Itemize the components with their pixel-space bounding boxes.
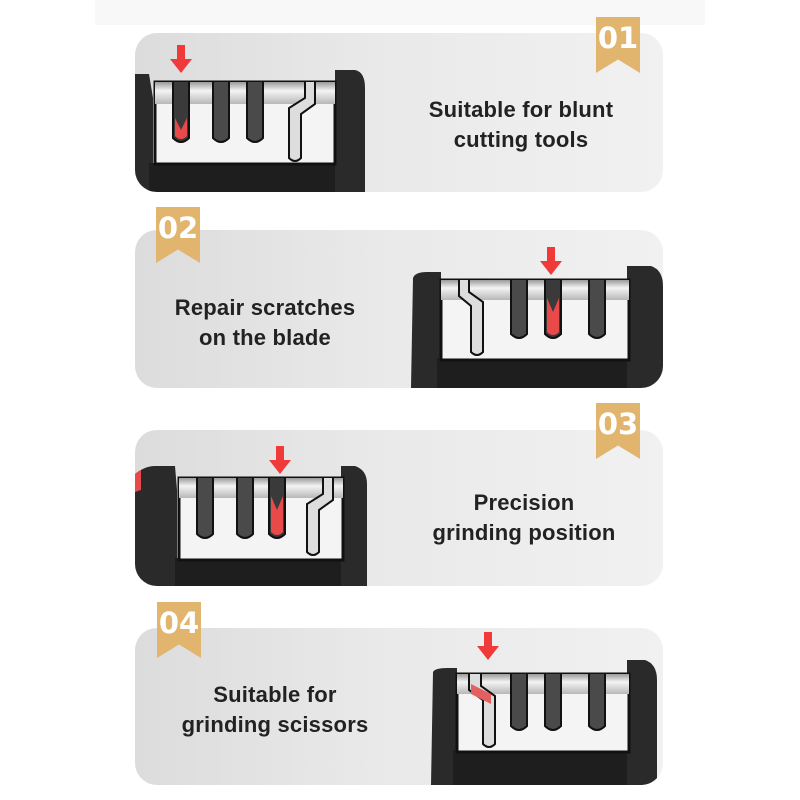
red-arrow-down-icon [540, 247, 562, 275]
step-number: 04 [158, 606, 200, 640]
step-card-4: Suitable for grinding scissors [135, 628, 663, 785]
caption-line-2: cutting tools [453, 127, 589, 152]
step-number: 03 [597, 407, 639, 441]
sharpener-image [135, 466, 367, 586]
caption-line-1: Suitable for blunt [428, 97, 614, 122]
red-arrow-down-icon [269, 446, 291, 474]
red-arrow-down-icon [170, 45, 192, 73]
step-caption: Suitable for blunt cutting tools [401, 95, 641, 155]
step-card-2: Repair scratches on the blade [135, 230, 663, 388]
red-arrow-down-icon [477, 632, 499, 660]
step-card-3: Precision grinding position [135, 430, 663, 586]
caption-line-2: grinding position [432, 520, 616, 545]
step-caption: Suitable for grinding scissors [155, 680, 395, 740]
step-caption: Repair scratches on the blade [145, 293, 385, 353]
step-card-1: Suitable for blunt cutting tools [135, 33, 663, 192]
step-badge-1: 01 [596, 17, 640, 73]
step-caption: Precision grinding position [407, 488, 641, 548]
step-number: 01 [597, 21, 639, 55]
sharpener-image [411, 266, 663, 388]
caption-line-1: Suitable for [213, 682, 337, 707]
caption-line-1: Repair scratches [174, 295, 356, 320]
sharpener-image [431, 660, 657, 785]
sharpener-image [135, 70, 365, 192]
step-number: 02 [157, 211, 199, 245]
caption-line-2: on the blade [199, 325, 331, 350]
caption-line-2: grinding scissors [181, 712, 369, 737]
caption-line-1: Precision [473, 490, 575, 515]
